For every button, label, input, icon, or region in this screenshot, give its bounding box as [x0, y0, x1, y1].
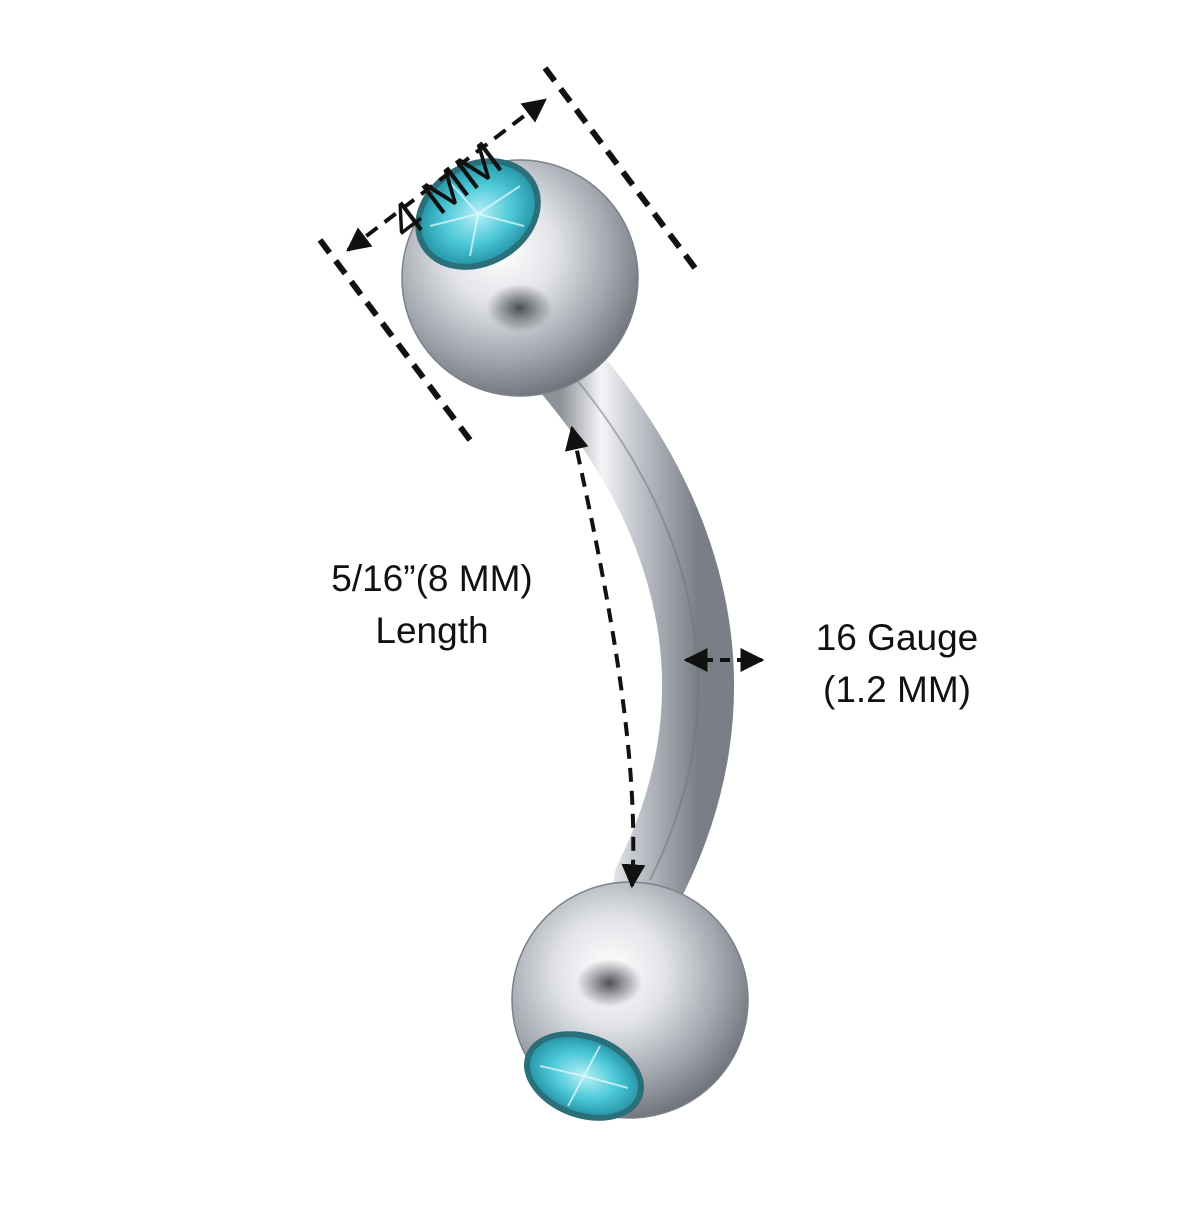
bar-length-caption: Length	[375, 610, 489, 651]
bottom-gem-icon	[523, 1031, 645, 1121]
bar-length-value: 5/16”(8 MM)	[331, 558, 533, 599]
gauge-mm-value: (1.2 MM)	[823, 669, 971, 710]
diameter-dimension	[317, 66, 698, 442]
gauge-value: 16 Gauge	[815, 617, 979, 658]
curved-bar	[524, 324, 735, 916]
length-dimension	[564, 425, 646, 889]
gauge-label: 16 Gauge (1.2 MM)	[782, 612, 1012, 716]
bar-length-label: 5/16”(8 MM) Length	[302, 553, 562, 657]
